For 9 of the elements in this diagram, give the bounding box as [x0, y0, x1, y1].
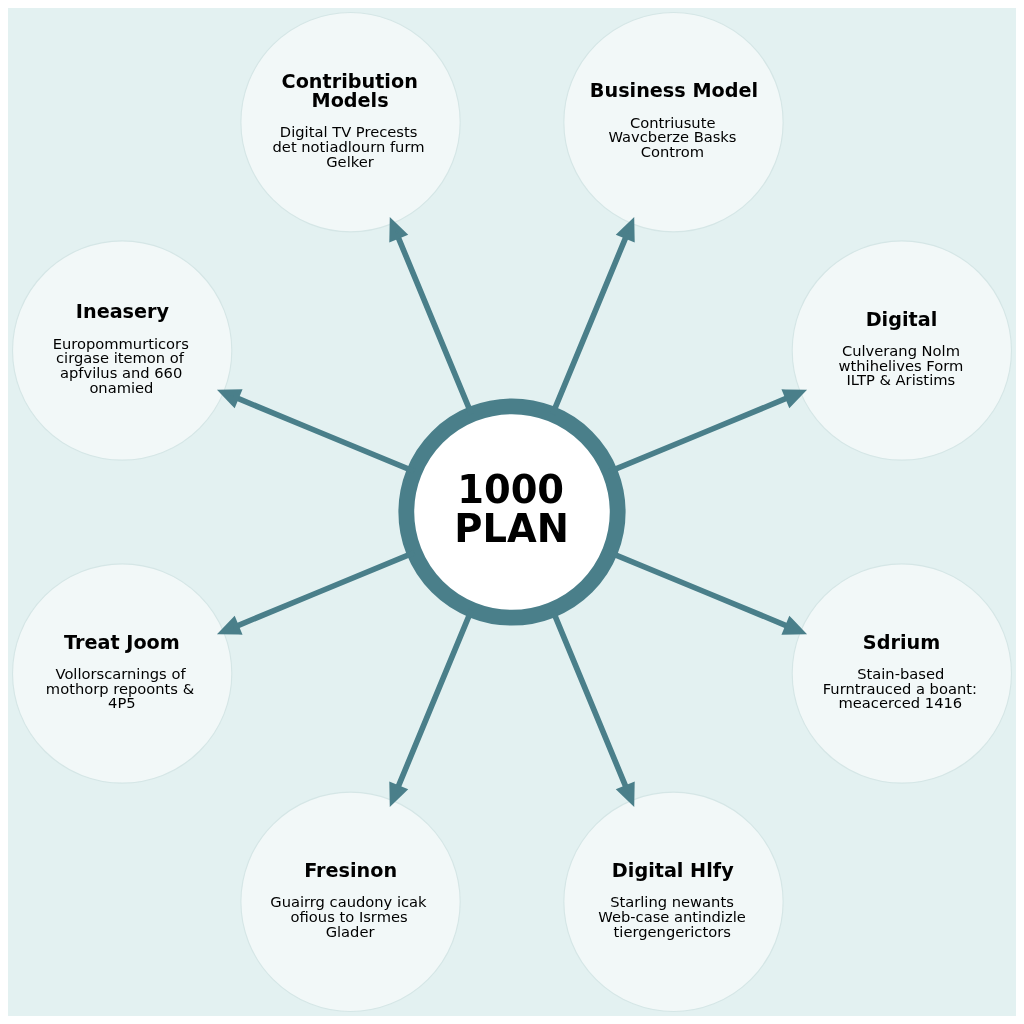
node-circle: Sdrium Stain-based Furntrauced a boant: meacerced 1416 — [791, 563, 1013, 784]
node-circle: Business Model Contriusute Wavcberze Basks Controm — [563, 11, 784, 233]
node-circle: Digital Culverang Nolm wthihelives Form ILTP & Aristims — [791, 240, 1013, 461]
node-circle: Treat Joom Vollorscarnings of mothorp repoonts & 4P5 — [11, 563, 233, 784]
node-circle: Digital Hlfy Starling newants Web-case antindizle tiergengerictors — [563, 791, 784, 1013]
node-circle: Ineasery Europommurticors cirgase itemon of apfvilus and 660 onamied — [11, 240, 233, 461]
node-circle: Contribution Models Digital TV Precests det notiadlourn furm Gelker — [240, 11, 461, 233]
node-circle: 1000 PLAN — [398, 398, 626, 626]
node-circle: Fresinon Guairrg caudony icak ofious to Isrmes Glader — [240, 791, 461, 1013]
